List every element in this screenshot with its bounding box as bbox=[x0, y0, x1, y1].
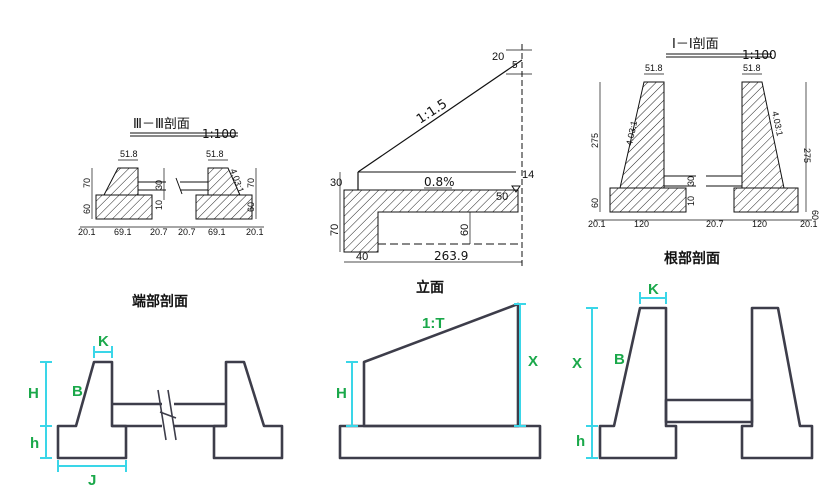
wall-left-base bbox=[95, 194, 153, 220]
dim-20-7-right: 20.7 bbox=[178, 227, 196, 237]
dim-69-1-left: 69.1 bbox=[114, 227, 132, 237]
dim-69-1-right: 69.1 bbox=[208, 227, 226, 237]
wall-right-base bbox=[195, 194, 253, 220]
root-base-right bbox=[733, 187, 799, 213]
section-iii-title: Ⅲ－Ⅲ剖面 bbox=[133, 117, 190, 132]
dim-60-right: 60 bbox=[246, 202, 256, 212]
section-i-scale: 1:100 bbox=[742, 48, 777, 62]
heading-root-section: 根部剖面 bbox=[664, 250, 720, 267]
dim-10-root: 10 bbox=[686, 196, 696, 206]
dim-60-root: 60 bbox=[590, 198, 600, 208]
dim-14: 14 bbox=[522, 169, 534, 181]
dim-60-elev: 60 bbox=[459, 224, 471, 236]
dim-51-8-right: 51.8 bbox=[206, 149, 224, 159]
slope-1-1-5: 1:1.5 bbox=[414, 97, 450, 128]
label-J-end: J bbox=[88, 472, 96, 489]
dim-40: 40 bbox=[356, 251, 368, 263]
label-H-end: H bbox=[28, 385, 39, 402]
dim-20-1-left: 20.1 bbox=[78, 227, 96, 237]
dim-30: 30 bbox=[154, 180, 164, 190]
dim-120-root-right: 120 bbox=[752, 219, 767, 229]
dim-30-root: 30 bbox=[686, 176, 696, 186]
wall-left-upper bbox=[103, 167, 139, 196]
dim-51-8-left: 51.8 bbox=[120, 149, 138, 159]
dim-70: 70 bbox=[82, 178, 92, 188]
grade-0-8: 0.8% bbox=[424, 175, 455, 189]
label-X-root: X bbox=[572, 355, 582, 372]
label-H-elev: H bbox=[336, 385, 347, 402]
dim-70-elev: 70 bbox=[329, 224, 341, 236]
label-X-elev: X bbox=[528, 353, 538, 370]
label-K-root: K bbox=[648, 281, 659, 298]
elevation-slab bbox=[343, 189, 519, 253]
label-B-root: B bbox=[614, 351, 625, 368]
label-h-end: h bbox=[30, 435, 39, 452]
root-section-schematic bbox=[598, 306, 814, 460]
dim-275-left: 275 bbox=[590, 133, 600, 148]
dim-20-1-root: 20.1 bbox=[588, 219, 606, 229]
dim-60: 60 bbox=[82, 204, 92, 214]
dim-51-8-root-left: 51.8 bbox=[645, 63, 663, 73]
section-i-title: Ⅰ－Ⅰ剖面 bbox=[672, 37, 719, 52]
dim-20-7-left: 20.7 bbox=[150, 227, 168, 237]
dim-70-right: 70 bbox=[246, 178, 256, 188]
dim-60-root-right: 60 bbox=[810, 210, 820, 220]
dim-20-1-right: 20.1 bbox=[246, 227, 264, 237]
end-section-dimension-lines bbox=[40, 346, 127, 472]
dim-275-right: 275 bbox=[802, 148, 812, 163]
dim-5: 5 bbox=[512, 60, 518, 71]
dim-50: 50 bbox=[496, 191, 508, 203]
root-section-dimension-lines bbox=[586, 292, 667, 459]
heading-end-section: 端部剖面 bbox=[132, 293, 188, 310]
heading-elevation: 立面 bbox=[416, 279, 444, 296]
dim-30-elev: 30 bbox=[330, 177, 342, 189]
root-base-left bbox=[609, 187, 687, 213]
section-i-drawing: Ⅰ－Ⅰ剖面 1:100 51.8 51.8 275 275 4.03:1 4.0… bbox=[588, 37, 820, 229]
dim-51-8-root-right: 51.8 bbox=[743, 63, 761, 73]
section-iii-drawing: Ⅲ－Ⅲ剖面 1:100 51.8 51.8 70 60 30 10 70 60 … bbox=[78, 117, 264, 237]
section-iii-scale: 1:100 bbox=[202, 127, 237, 141]
dim-10: 10 bbox=[154, 200, 164, 210]
elevation-dimension-lines bbox=[346, 303, 526, 427]
dim-20-7-root: 20.7 bbox=[706, 219, 724, 229]
end-section-schematic bbox=[56, 360, 284, 460]
dim-120-root-left: 120 bbox=[634, 219, 649, 229]
dim-20-1-root-right: 20.1 bbox=[800, 219, 818, 229]
dim-263-9: 263.9 bbox=[434, 249, 468, 263]
dim-20: 20 bbox=[492, 51, 504, 63]
label-B-end: B bbox=[72, 383, 83, 400]
label-K-end: K bbox=[98, 333, 109, 350]
label-slope-T: 1:T bbox=[422, 315, 445, 332]
label-h-root: h bbox=[576, 433, 585, 450]
elevation-drawing: 20 5 1:1.5 30 0.8% 14 50 70 60 40 263.9 bbox=[329, 44, 534, 268]
